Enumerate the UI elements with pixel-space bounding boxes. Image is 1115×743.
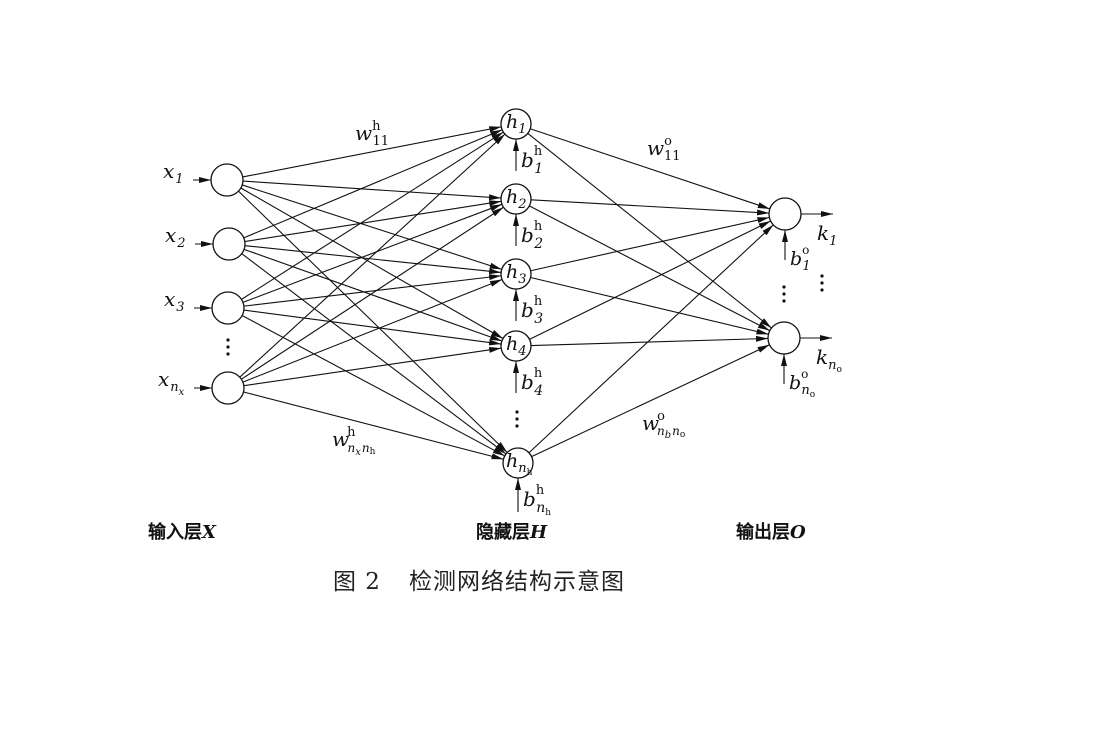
edge-input-4-hidden-2	[241, 206, 504, 380]
output-label-1: k1	[817, 221, 837, 249]
input-label-2: x2	[165, 223, 186, 251]
edge-input-1-hidden-4	[240, 187, 504, 340]
hidden-label-5: hnh	[506, 450, 533, 478]
edge-input-2-hidden-1	[243, 129, 503, 239]
hidden-label-1: h1	[506, 111, 527, 137]
edge-input-1-hidden-1	[242, 126, 502, 178]
hidden-node-3	[500, 258, 532, 290]
edge-hidden-1-output-1	[530, 128, 771, 210]
ellipsis-dot	[226, 338, 230, 342]
input-node-2	[212, 227, 246, 261]
ellipsis-dot	[782, 292, 786, 296]
ellipsis-dot	[226, 345, 230, 349]
ellipsis-dot	[782, 285, 786, 289]
edge-hidden-2-output-1	[530, 199, 770, 216]
ellipsis-dot	[782, 299, 786, 303]
hidden-layer-label: 隐藏层H	[476, 522, 548, 543]
hidden-node-2	[500, 183, 532, 215]
edge-input-3-hidden-5	[241, 315, 506, 457]
neurons	[210, 108, 802, 479]
edge-hidden-1-output-2	[527, 132, 772, 329]
hidden-node-1	[500, 108, 532, 140]
input-node-4	[211, 371, 245, 405]
input-label-3: x3	[164, 287, 185, 315]
output-node-1	[768, 197, 802, 231]
ellipsis-dot	[820, 288, 824, 292]
hidden-node-5	[502, 447, 534, 479]
edge-input-4-hidden-5	[243, 391, 504, 460]
ellipsis-dot	[515, 410, 519, 414]
output-ellipsis	[782, 285, 786, 303]
hidden-label-3: h3	[506, 261, 527, 287]
input-node-3	[211, 291, 245, 325]
hidden-node-4	[500, 330, 532, 362]
hidden-label-4: h4	[506, 333, 527, 359]
edge-input-1-hidden-3	[242, 184, 502, 270]
edge-input-3-hidden-3	[243, 274, 502, 307]
edge-input-4-hidden-1	[239, 133, 506, 378]
edge-hidden-2-output-2	[529, 205, 771, 332]
edge-hidden-3-output-1	[530, 216, 770, 272]
figure-caption: 图 2 检测网络结构示意图	[333, 562, 625, 596]
edge-input-1-hidden-5	[238, 190, 508, 453]
figure-number: 图 2	[333, 569, 381, 595]
input-layer-label: 输入层X	[148, 522, 216, 543]
ellipsis-dot	[515, 417, 519, 421]
ellipsis-dot	[820, 274, 824, 278]
edge-input-4-hidden-3	[242, 279, 503, 383]
edge-input-3-hidden-1	[241, 131, 504, 300]
edge-input-3-hidden-2	[242, 203, 503, 303]
hidden-label-2: h2	[506, 186, 527, 212]
connections	[193, 126, 833, 512]
output-node-2	[767, 321, 801, 355]
ellipsis-dot	[226, 352, 230, 356]
edge-hidden-3-output-2	[530, 276, 769, 335]
input-node-1	[210, 163, 244, 197]
edge-input-2-hidden-2	[244, 200, 502, 243]
edge-hidden-5-output-1	[528, 224, 774, 454]
edge-input-2-hidden-5	[241, 253, 507, 455]
input-label-1: x1	[163, 159, 184, 187]
ellipsis-dot	[515, 424, 519, 428]
input-label-4: xnx	[158, 367, 185, 398]
edge-input-4-hidden-4	[243, 346, 502, 387]
edge-hidden-4-output-2	[530, 335, 769, 347]
edge-input-3-hidden-4	[243, 309, 502, 346]
edge-input-2-hidden-4	[243, 248, 503, 342]
edge-hidden-4-output-1	[529, 220, 771, 340]
output-layer-label: 输出层O	[736, 522, 806, 543]
output-label-2: kno	[816, 345, 842, 375]
edge-input-2-hidden-3	[244, 245, 502, 275]
ellipsis-dot	[820, 281, 824, 285]
input-ellipsis	[226, 338, 230, 356]
figure-title: 检测网络结构示意图	[408, 569, 625, 595]
edge-input-1-hidden-2	[242, 180, 502, 201]
output-label-ellipsis	[820, 274, 824, 292]
edge-hidden-5-output-2	[531, 344, 770, 458]
hidden-ellipsis	[515, 410, 519, 428]
